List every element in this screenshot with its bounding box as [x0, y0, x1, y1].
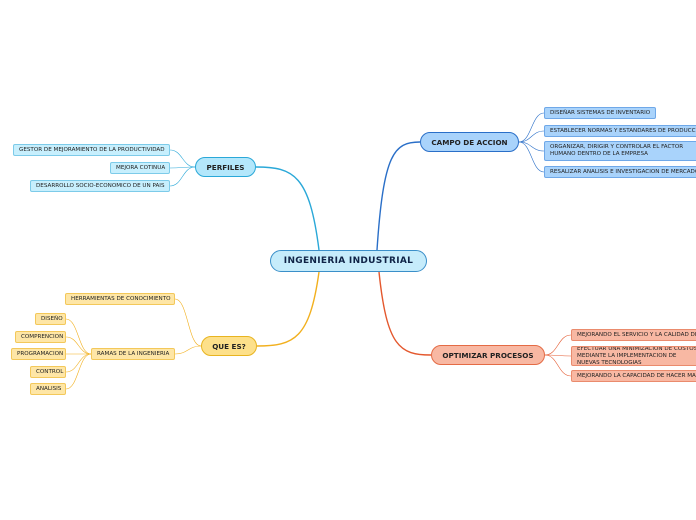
- link-quees-herramientas: [174, 298, 202, 347]
- ramas-item-comprencion[interactable]: COMPRENCION: [15, 331, 66, 343]
- link-optimizar-item-2: [544, 354, 572, 357]
- ramas-node[interactable]: RAMAS DE LA INGENIERIA: [91, 348, 175, 360]
- ramas-item-programacion[interactable]: PROGRAMACION: [11, 348, 66, 360]
- perfiles-item-2[interactable]: MEJORA COTINUA: [110, 162, 170, 174]
- link-perfiles-item-2: [169, 166, 196, 169]
- link-ramas-item-4: [65, 353, 92, 373]
- link-root-perfiles: [255, 166, 320, 251]
- ramas-item-diseno[interactable]: DISEÑO: [35, 313, 66, 325]
- link-perfiles-item-1: [169, 149, 196, 168]
- link-campo-item-4: [518, 141, 545, 173]
- perfiles-item-3[interactable]: DESARROLLO SOCIO-ECONOMICO DE UN PAIS: [30, 180, 170, 192]
- campo-item-2[interactable]: ESTABLECER NORMAS Y ESTANDARES DE PRODUC…: [544, 125, 696, 137]
- campo-de-accion-node[interactable]: CAMPO DE ACCION: [420, 132, 519, 152]
- optimizar-item-3[interactable]: MEJORANDO LA CAPACIDAD DE HACER MAS CON …: [571, 370, 696, 382]
- herramientas-node[interactable]: HERRAMIENTAS DE CONOCIMIENTO: [65, 293, 175, 305]
- link-campo-item-2: [518, 130, 545, 143]
- perfiles-node[interactable]: PERFILES: [195, 157, 256, 177]
- optimizar-item-2[interactable]: EFECTUAR UNA MINIMIZACION DE COSTOS MEDI…: [571, 346, 696, 366]
- link-ramas-item-2: [65, 336, 92, 355]
- link-optimizar-item-1: [544, 334, 572, 356]
- optimizar-item-1[interactable]: MEJORANDO EL SERVICIO Y LA CALIDAD DE LO…: [571, 329, 696, 341]
- link-root-optimizar: [378, 271, 432, 356]
- que-es-node[interactable]: QUE ES?: [201, 336, 257, 356]
- link-quees-ramas: [174, 345, 202, 355]
- optimizar-procesos-node[interactable]: OPTIMIZAR PROCESOS: [431, 345, 545, 365]
- link-ramas-item-1: [65, 318, 92, 355]
- perfiles-item-1[interactable]: GESTOR DE MEJORAMIENTO DE LA PRODUCTIVID…: [13, 144, 170, 156]
- ramas-item-control[interactable]: CONTROL: [30, 366, 66, 378]
- ramas-item-analisis[interactable]: ANALISIS: [30, 383, 66, 395]
- campo-item-3[interactable]: ORGANIZAR, DIRIGIR Y CONTROLAR EL FACTOR…: [544, 141, 696, 161]
- campo-item-4[interactable]: RESALIZAR ANALISIS E INVESTIGACION DE ME…: [544, 166, 696, 178]
- link-perfiles-item-3: [169, 166, 196, 187]
- root-node[interactable]: INGENIERIA INDUSTRIAL: [270, 250, 427, 272]
- link-campo-item-1: [518, 112, 545, 143]
- link-root-quees: [256, 271, 320, 347]
- campo-item-1[interactable]: DISEÑAR SISTEMAS DE INVENTARIO: [544, 107, 656, 119]
- link-root-campo: [376, 141, 421, 251]
- link-optimizar-item-3: [544, 354, 572, 377]
